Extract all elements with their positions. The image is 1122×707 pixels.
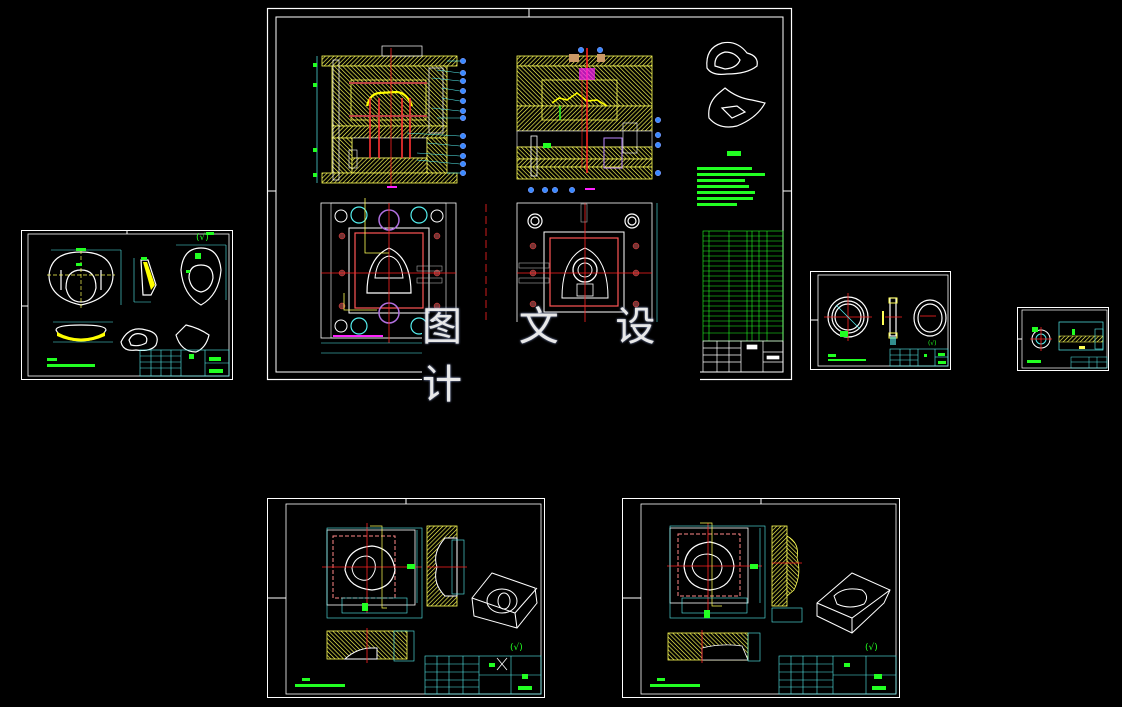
- roughness-symbol: (√): [928, 340, 937, 347]
- roughness-symbol: (√): [510, 643, 523, 653]
- title-block: [702, 340, 784, 373]
- sheet-assembly[interactable]: [266, 7, 793, 381]
- product-drawing: [21, 230, 233, 380]
- parts-list: [702, 230, 784, 342]
- iso-views: [706, 41, 766, 128]
- sheet-core[interactable]: (√): [622, 498, 900, 698]
- sheet-cavity[interactable]: (√): [267, 498, 545, 698]
- cavity-drawing: [267, 498, 545, 698]
- section-view-a: [313, 45, 466, 188]
- tech-requirements: [697, 151, 765, 206]
- small-part-drawing: [1017, 307, 1109, 371]
- roughness-symbol: (√): [865, 643, 878, 653]
- assembly-drawing: [266, 7, 793, 381]
- section-view-b: [516, 47, 662, 193]
- watermark: 图 文 设 计: [422, 304, 700, 408]
- core-drawing: [622, 498, 900, 698]
- plan-view-fixed: [516, 202, 658, 339]
- roughness-symbol: (√): [196, 233, 209, 243]
- sheet-ring[interactable]: (√): [810, 271, 951, 370]
- ring-drawing: [810, 271, 951, 370]
- sheet-product[interactable]: (√): [21, 230, 233, 380]
- sheet-small-part[interactable]: [1017, 307, 1109, 371]
